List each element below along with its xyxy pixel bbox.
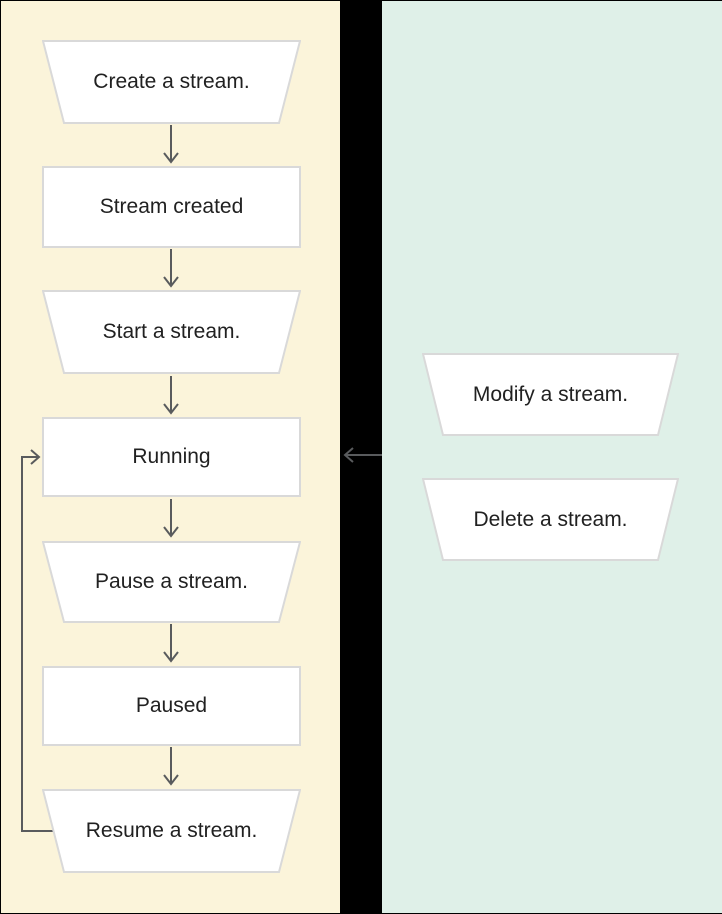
flow-node-resume-stream: Resume a stream. bbox=[42, 789, 301, 873]
action-node-delete-stream: Delete a stream. bbox=[422, 478, 679, 561]
node-label: Start a stream. bbox=[102, 320, 241, 344]
node-label: Create a stream. bbox=[93, 70, 250, 94]
trapezoid-shape bbox=[422, 353, 679, 436]
arrow-created-to-start bbox=[163, 249, 179, 288]
arrow-running-to-pause bbox=[163, 499, 179, 538]
flow-node-create-stream: Create a stream. bbox=[42, 40, 301, 124]
node-label: Modify a stream. bbox=[472, 382, 629, 406]
trapezoid-shape bbox=[42, 789, 301, 873]
arrow-create-to-created bbox=[163, 125, 179, 164]
trapezoid-shape bbox=[42, 290, 301, 374]
node-label: Resume a stream. bbox=[85, 819, 258, 843]
actions-panel-background bbox=[382, 1, 722, 913]
arrow-actions-to-running bbox=[343, 447, 382, 463]
flow-node-pause-stream: Pause a stream. bbox=[42, 541, 301, 623]
state-node-paused: Paused bbox=[42, 666, 301, 746]
trapezoid-shape bbox=[42, 541, 301, 623]
node-label: Pause a stream. bbox=[95, 570, 248, 594]
flow-node-start-stream: Start a stream. bbox=[42, 290, 301, 374]
trapezoid-shape bbox=[422, 478, 679, 561]
arrow-pause-to-paused bbox=[163, 624, 179, 663]
arrow-start-to-running bbox=[163, 376, 179, 415]
action-node-modify-stream: Modify a stream. bbox=[422, 353, 679, 436]
node-label: Stream created bbox=[99, 195, 244, 219]
trapezoid-shape bbox=[42, 40, 301, 124]
node-label: Paused bbox=[135, 694, 208, 718]
node-label: Running bbox=[132, 445, 211, 469]
state-node-running: Running bbox=[42, 417, 301, 497]
state-node-stream-created: Stream created bbox=[42, 166, 301, 248]
arrow-paused-to-resume bbox=[163, 747, 179, 786]
node-label: Delete a stream. bbox=[473, 507, 628, 531]
loop-arrow-resume-to-running bbox=[21, 449, 54, 832]
